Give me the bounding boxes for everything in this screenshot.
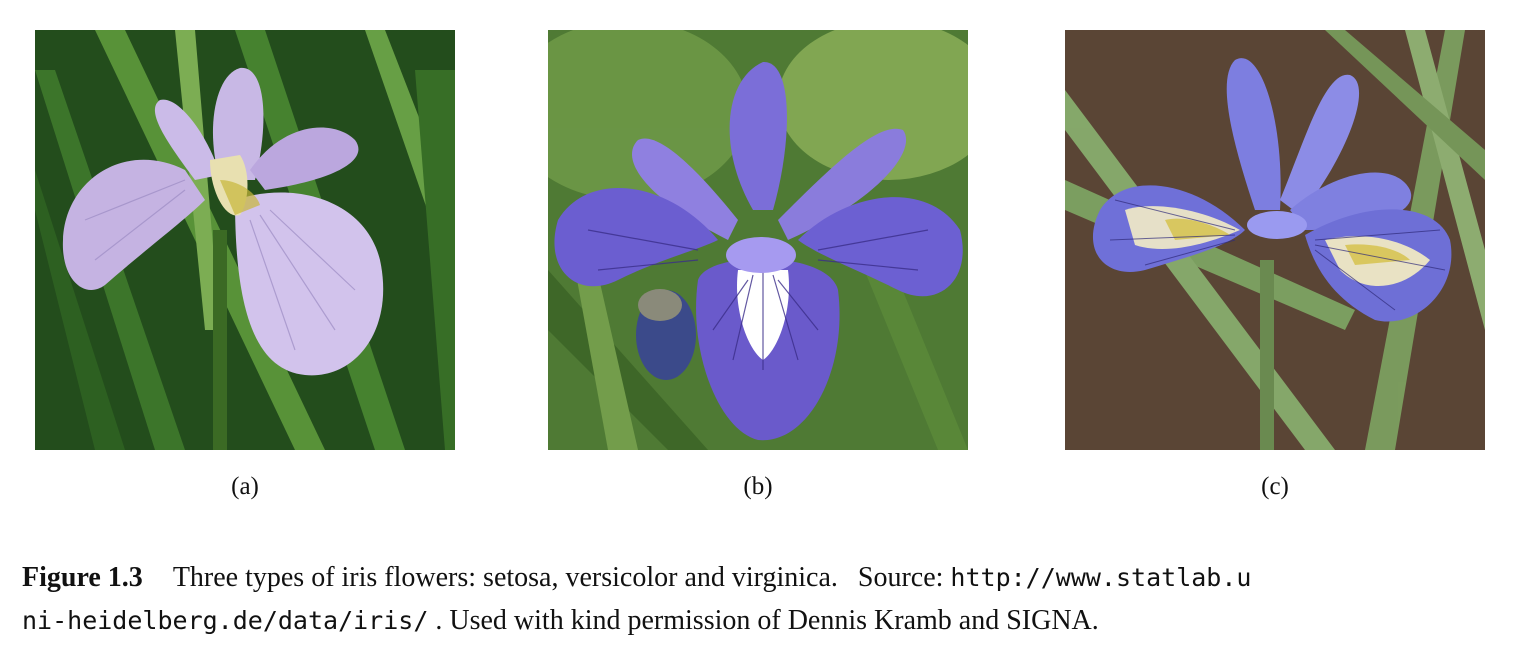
figure-caption: Figure 1.3 Three types of iris flowers: s… bbox=[22, 556, 1522, 642]
caption-line-2: ni-heidelberg.de/data/iris/ . Used with … bbox=[22, 599, 1522, 642]
photo-virginica bbox=[1065, 30, 1485, 450]
subfigure-label-b: (b) bbox=[743, 473, 773, 500]
source-url-part-2[interactable]: ni-heidelberg.de/data/iris/ bbox=[22, 606, 429, 635]
subfigure-label-c: (c) bbox=[1261, 473, 1289, 500]
source-url-part-1[interactable]: http://www.statlab.u bbox=[950, 563, 1252, 592]
setosa-flower-image bbox=[35, 30, 455, 450]
figure-number: Figure 1.3 bbox=[22, 562, 143, 593]
caption-source-prefix: Source: bbox=[857, 562, 944, 593]
caption-text: Three types of iris flowers: setosa, ver… bbox=[172, 562, 838, 593]
subfigure-label-a: (a) bbox=[231, 473, 259, 500]
photo-versicolor bbox=[548, 30, 968, 450]
versicolor-flower-image bbox=[548, 30, 968, 450]
photo-setosa bbox=[35, 30, 455, 450]
caption-permission: . Used with kind permission of Dennis Kr… bbox=[435, 605, 1099, 636]
virginica-flower-image bbox=[1065, 30, 1485, 450]
caption-line-1: Figure 1.3 Three types of iris flowers: s… bbox=[22, 556, 1522, 599]
